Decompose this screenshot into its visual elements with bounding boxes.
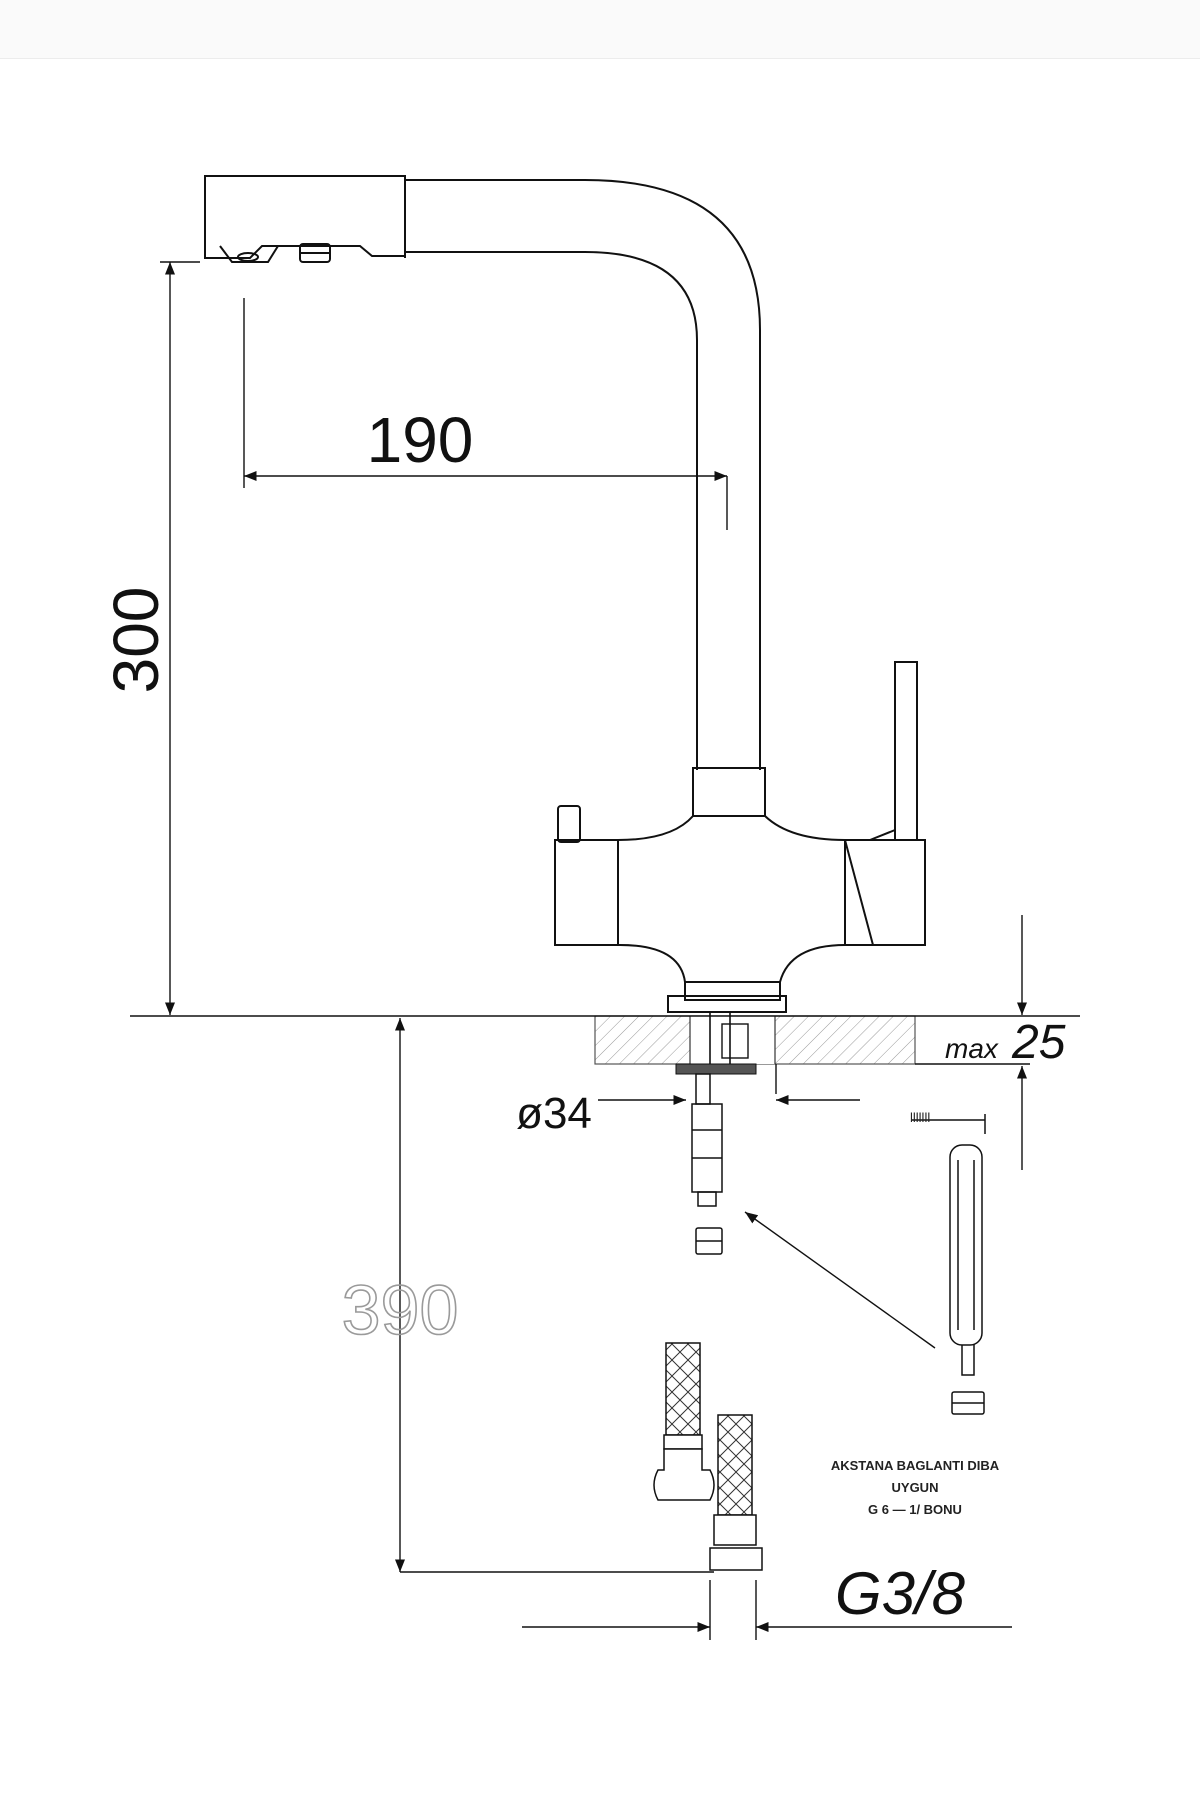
dim-label-190: 190 [367,404,474,476]
countertop [594,1011,916,1075]
dim-label-max-value: 25 [1011,1016,1066,1069]
note-line-3: G 6 — 1/ BONU [868,1502,962,1517]
faucet-outline [204,175,926,1013]
dim-label-diameter: ø34 [516,1089,592,1138]
flexible-hoses [653,1342,763,1571]
top-band [0,0,1200,59]
dim-label-max-prefix: max [945,1033,999,1064]
dim-label-300: 300 [100,587,172,694]
dim-label-thread: G3/8 [835,1560,966,1627]
hose-parts [691,1073,723,1255]
note-line-2: UYGUN [892,1480,939,1495]
dim-label-390: 390 [342,1271,459,1349]
dimension-lines [130,261,1080,1640]
hose-detail [912,1114,986,1415]
small-label: lllllll [910,1110,930,1125]
note-line-1: AKSTANA BAGLANTI DIBA [831,1458,1000,1473]
note-block: AKSTANA BAGLANTI DIBA UYGUN G 6 — 1/ BON… [831,1458,1000,1517]
